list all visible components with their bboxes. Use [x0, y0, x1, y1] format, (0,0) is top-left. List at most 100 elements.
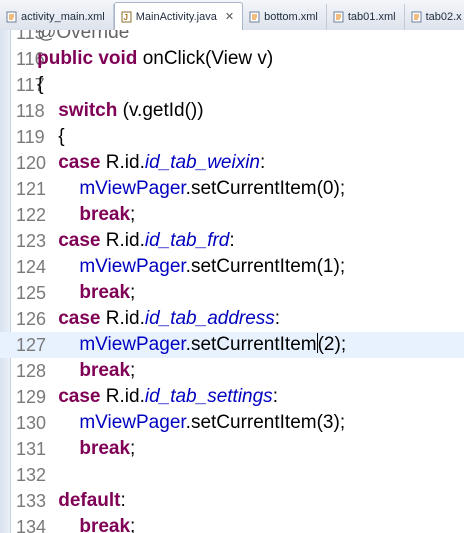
line-number: 129 [16, 387, 47, 407]
code-text: case R.id.id_tab_settings: [16, 384, 278, 410]
code-token: .setCurrentItem [185, 334, 317, 355]
current-code-line[interactable]: 127 mViewPager.setCurrentItem(2); [0, 332, 464, 358]
code-line[interactable]: 123 case R.id.id_tab_frd: [0, 228, 464, 254]
tab-label: bottom.xml [264, 11, 318, 23]
tab-label: tab01.xml [347, 11, 396, 23]
code-line[interactable]: 121 mViewPager.setCurrentItem(0); [0, 176, 464, 202]
code-line[interactable]: 132 [0, 462, 464, 488]
code-line[interactable]: 133 default: [0, 488, 464, 514]
code-line[interactable]: 122 break; [0, 202, 464, 228]
code-token: onClick(View v) [142, 48, 274, 69]
xml-file-icon [333, 11, 344, 23]
code-line[interactable]: 118 switch (v.getId()) [0, 98, 464, 124]
tab-bottom-xml[interactable]: bottom.xml [243, 4, 327, 30]
code-line[interactable]: 115 @Override [0, 30, 464, 46]
code-text: mViewPager.setCurrentItem(0); [16, 176, 345, 202]
text-caret [316, 333, 318, 353]
code-line[interactable]: 134 break; [0, 514, 464, 533]
line-number: 120 [16, 153, 47, 173]
code-token: (2); [317, 334, 347, 355]
code-token: .setCurrentItem(0); [185, 178, 346, 199]
code-text: public void onClick(View v) [16, 46, 273, 72]
editor-ruler [0, 30, 11, 533]
tab-tab01-xml[interactable]: tab01.xml [327, 4, 405, 30]
line-number: 128 [16, 361, 47, 381]
line-number: 121 [16, 179, 47, 199]
code-token: id_tab_weixin [144, 152, 260, 173]
code-token: ; [130, 282, 136, 303]
code-token: break [16, 282, 131, 303]
code-token: case [16, 152, 106, 173]
code-text: { [16, 72, 43, 98]
code-token: { [16, 74, 44, 95]
code-line[interactable]: 117 { [0, 72, 464, 98]
java-file-icon: J [121, 11, 132, 22]
code-token: break [16, 204, 131, 225]
code-token: R.id. [105, 308, 145, 329]
code-token: (v.getId()) [122, 100, 204, 121]
code-token: case [16, 230, 106, 251]
code-line[interactable]: 124 mViewPager.setCurrentItem(1); [0, 254, 464, 280]
code-line[interactable]: 126 case R.id.id_tab_address: [0, 306, 464, 332]
code-line[interactable]: 128 break; [0, 358, 464, 384]
tab-activity-main-xml[interactable]: activity_main.xml [0, 4, 114, 30]
code-text: mViewPager.setCurrentItem(1); [16, 254, 345, 280]
code-token: R.id. [105, 152, 145, 173]
code-line[interactable]: 130 mViewPager.setCurrentItem(3); [0, 410, 464, 436]
code-token: : [274, 308, 281, 329]
code-token: break [16, 516, 131, 533]
code-token: case [16, 308, 106, 329]
code-token: break [16, 438, 131, 459]
code-text: mViewPager.setCurrentItem(2); [16, 332, 346, 358]
code-token: R.id. [105, 386, 145, 407]
close-icon[interactable]: ✕ [224, 11, 235, 23]
code-token: public void [16, 48, 143, 69]
code-line[interactable]: 116 public void onClick(View v) [0, 46, 464, 72]
line-number: 115 [16, 30, 45, 43]
line-number: 118 [16, 101, 45, 121]
line-number: 122 [16, 205, 47, 225]
tab-tab02-x[interactable]: tab02.x [405, 4, 464, 30]
code-token: mViewPager [16, 412, 186, 433]
code-line[interactable]: 120 case R.id.id_tab_weixin: [0, 150, 464, 176]
code-token: id_tab_address [144, 308, 275, 329]
code-token: ; [130, 360, 136, 381]
code-text: case R.id.id_tab_address: [16, 306, 280, 332]
xml-file-icon [411, 11, 422, 23]
svg-text:J: J [123, 13, 127, 22]
code-token: mViewPager [16, 256, 186, 277]
code-text: @Override [16, 30, 129, 46]
code-token: break [16, 360, 131, 381]
line-number: 131 [16, 439, 47, 459]
code-token: id_tab_frd [144, 230, 230, 251]
code-token: : [272, 386, 278, 407]
code-line[interactable]: 131 break; [0, 436, 464, 462]
code-text: case R.id.id_tab_frd: [16, 228, 234, 254]
code-line[interactable]: 119 { [0, 124, 464, 150]
code-token: { [16, 126, 65, 147]
code-token: mViewPager [16, 178, 186, 199]
code-text: break; [16, 514, 135, 533]
line-number: 116 [16, 49, 45, 69]
code-text: mViewPager.setCurrentItem(3); [16, 410, 345, 436]
code-token: ; [130, 516, 136, 533]
code-token: id_tab_settings [144, 386, 273, 407]
code-line[interactable]: 125 break; [0, 280, 464, 306]
line-number: 124 [16, 257, 47, 277]
code-text: break; [16, 358, 135, 384]
line-number: 132 [16, 465, 47, 485]
code-token: switch [16, 100, 123, 121]
line-number: 123 [16, 231, 47, 251]
code-text: break; [16, 202, 135, 228]
code-line[interactable]: 129 case R.id.id_tab_settings: [0, 384, 464, 410]
code-token: : [260, 152, 266, 173]
code-token: R.id. [105, 230, 145, 251]
tab-label: activity_main.xml [21, 11, 105, 23]
line-number: 119 [16, 127, 45, 147]
line-number: 126 [16, 309, 47, 329]
line-number: 133 [16, 491, 47, 511]
code-token: .setCurrentItem(3); [185, 412, 346, 433]
